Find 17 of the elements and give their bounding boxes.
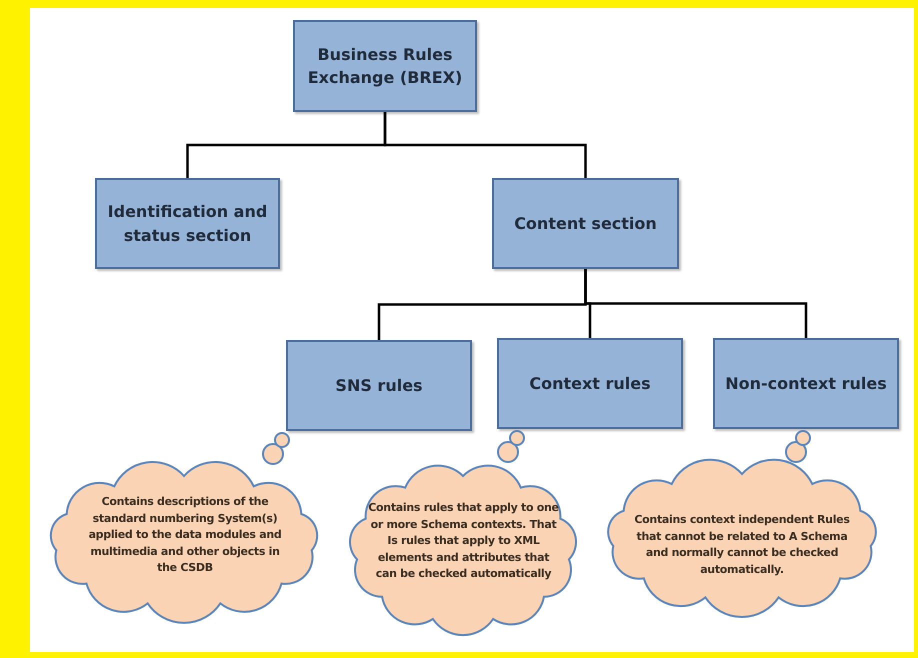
section-box (286, 340, 472, 431)
cloud-text: Contains context independent Rules that cannot be related to A Schema and normally cannot be checked automatically. (633, 512, 851, 578)
box-label: Context rules (528, 372, 652, 395)
box-label: Content section (513, 212, 658, 235)
box-label: Non-context rules (724, 372, 888, 395)
section-box (293, 20, 477, 112)
section-box (492, 178, 679, 269)
section-box (713, 338, 899, 429)
cloud-text: Contains rules that apply to one or more Schema contexts. That Is rules that apply to XML elements and attributes that can be checked automatically (367, 500, 560, 582)
cloud-text: Contains descriptions of the standard numbering System(s) applied to the data modules and multimedia and other objects in the CSDB (88, 494, 282, 576)
box-label: Business Rules Exchange (BREX) (306, 44, 464, 89)
box-label: SNS rules (334, 374, 424, 397)
connector-line (584, 269, 808, 338)
connector-line (384, 112, 587, 178)
section-box (497, 338, 683, 429)
box-label: Identification and status section (106, 201, 268, 246)
section-box (95, 178, 280, 269)
